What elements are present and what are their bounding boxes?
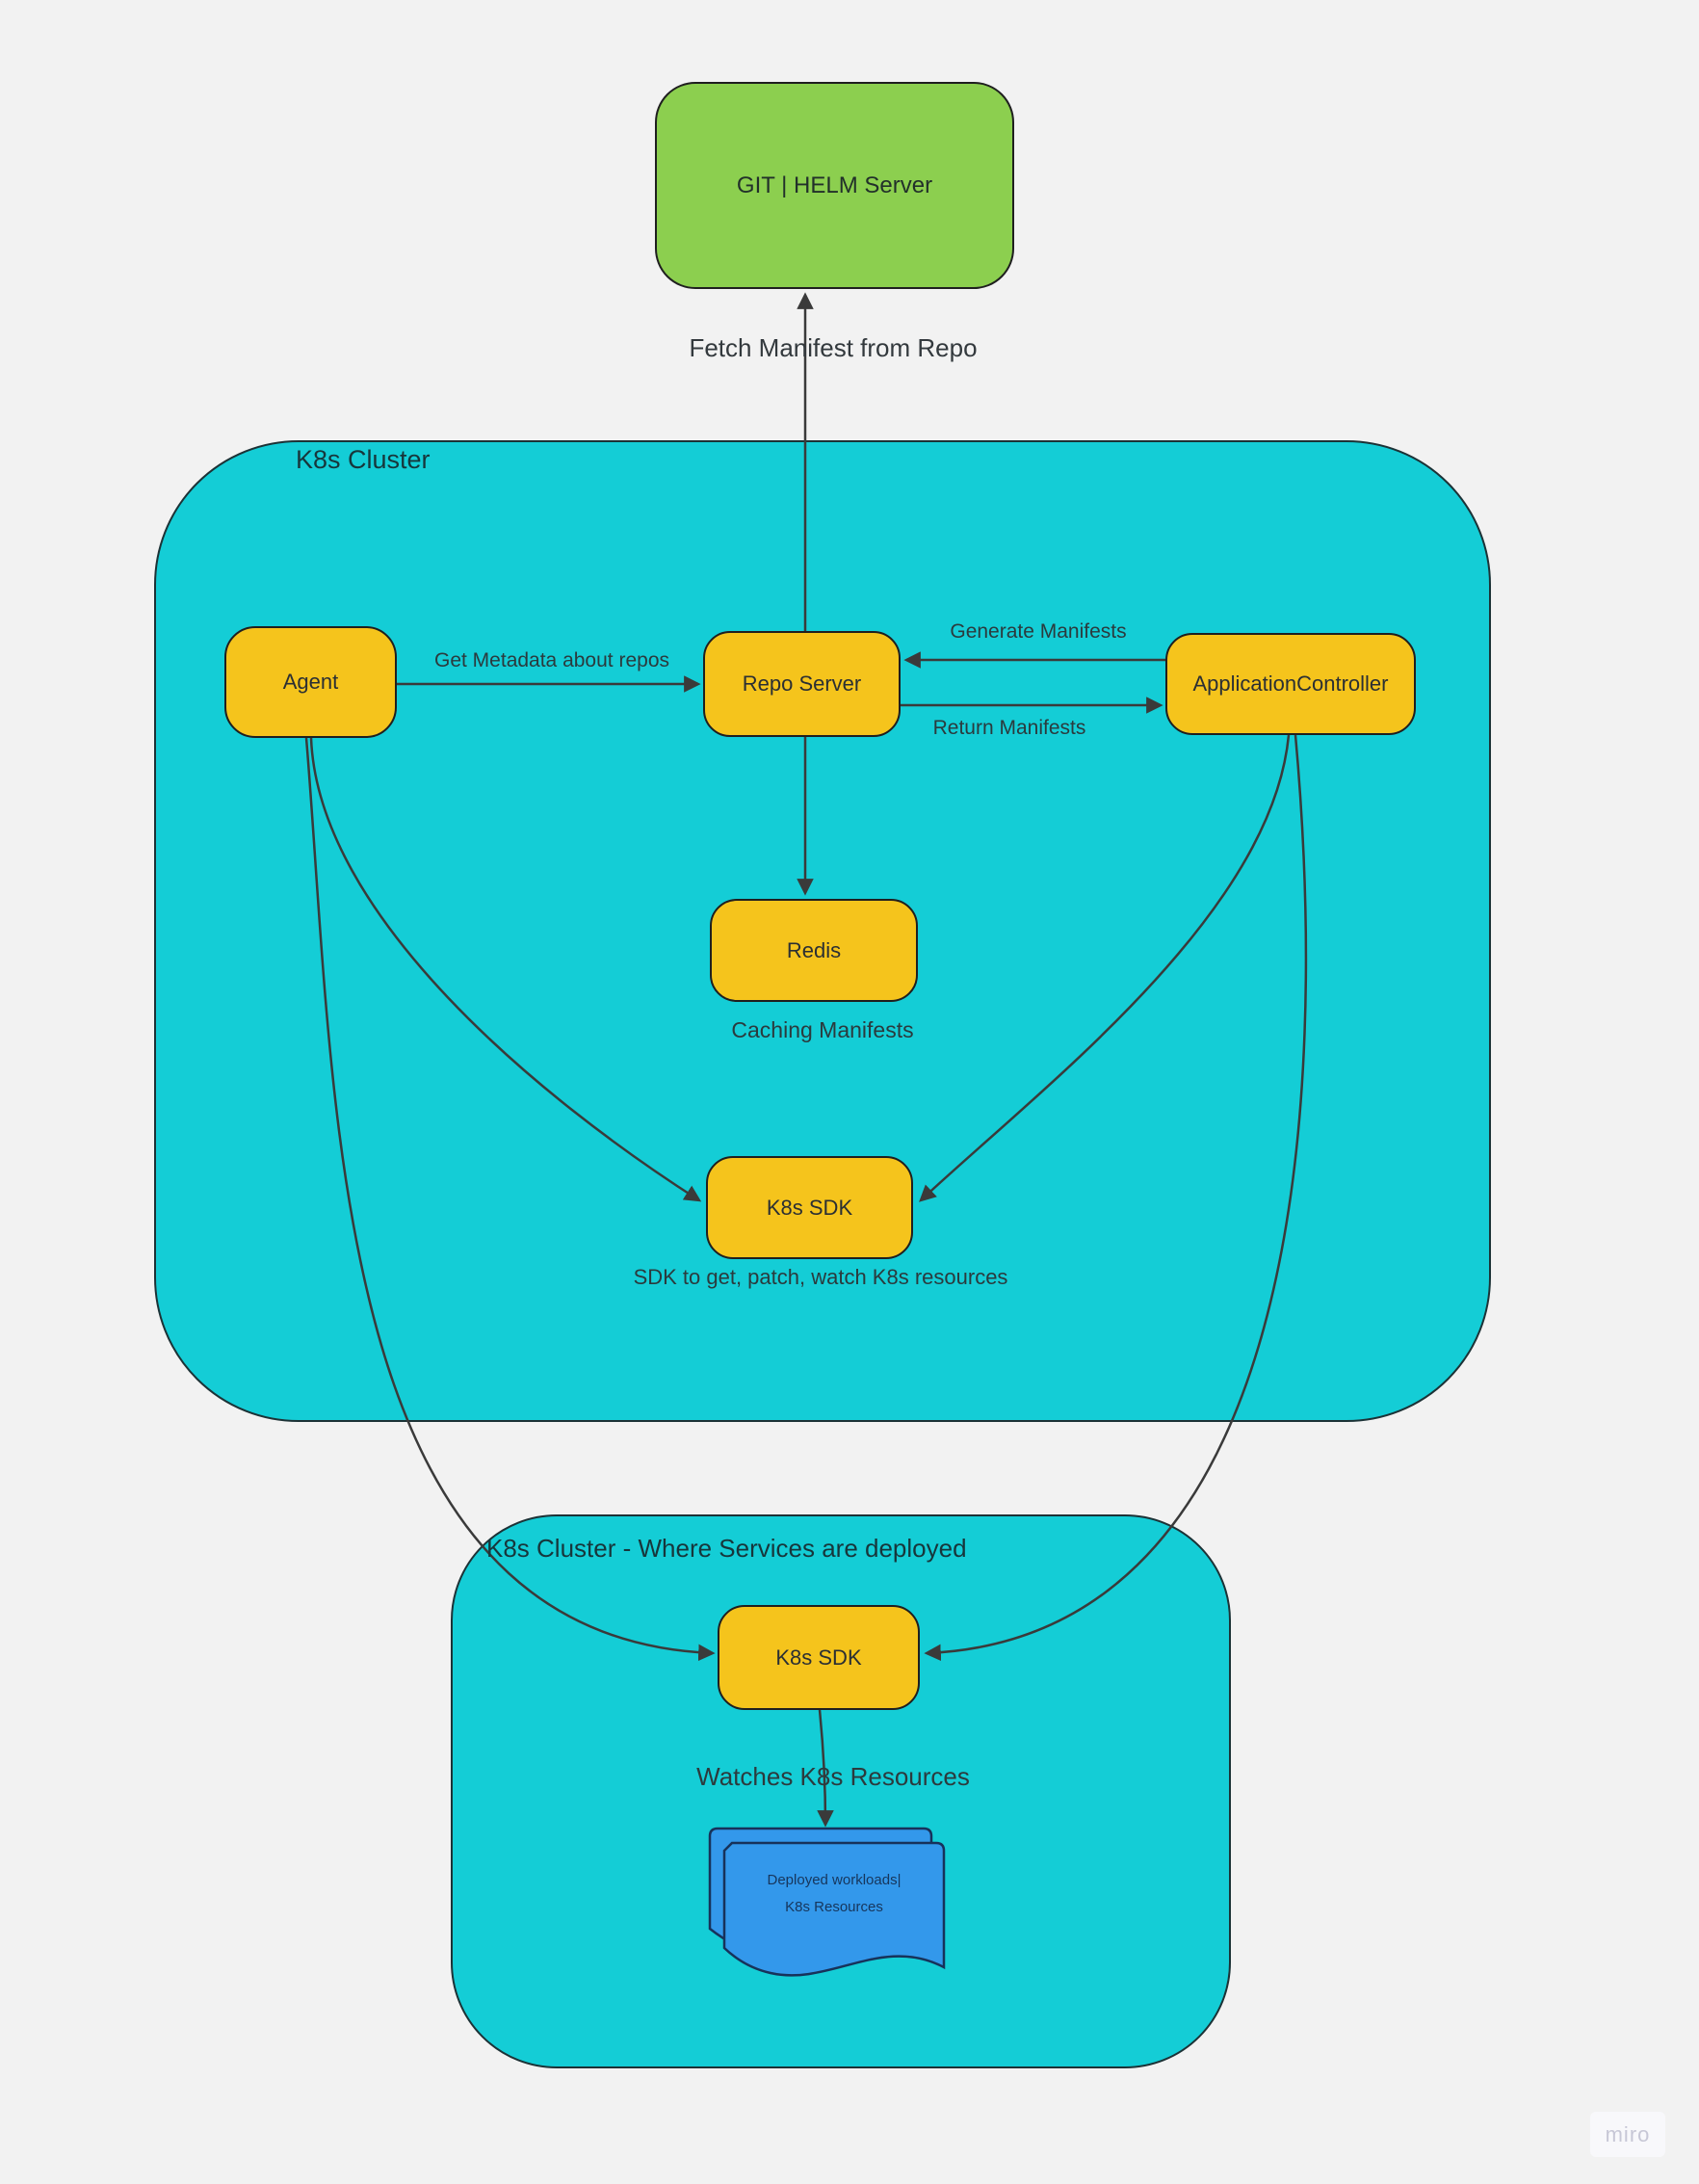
node-redis-label: Redis (786, 937, 842, 962)
workloads-label-line2: K8s Resources (785, 1899, 883, 1915)
node-k8s-sdk-deploy-label: K8s SDK (775, 1645, 862, 1670)
node-k8s-sdk-main-label: K8s SDK (766, 1195, 853, 1220)
node-repo-server-label: Repo Server (742, 671, 862, 696)
watermark-miro: miro (1590, 2112, 1665, 2157)
label-return-manifests: Return Manifests (932, 717, 1086, 739)
node-k8s-sdk-main[interactable]: K8s SDK (706, 1156, 913, 1259)
node-k8s-sdk-deploy[interactable]: K8s SDK (718, 1605, 920, 1710)
workloads-label: Deployed workloads| K8s Resources (724, 1867, 944, 1921)
node-git-helm-server-label: GIT | HELM Server (736, 171, 933, 198)
node-application-controller[interactable]: ApplicationController (1165, 633, 1416, 735)
label-sdk-note: SDK to get, patch, watch K8s resources (633, 1265, 1008, 1289)
node-agent-label: Agent (282, 670, 339, 694)
node-git-helm-server[interactable]: GIT | HELM Server (655, 82, 1014, 289)
node-redis[interactable]: Redis (710, 899, 918, 1002)
cluster-k8s-main-title: K8s Cluster (296, 445, 431, 474)
workloads-label-line1: Deployed workloads| (767, 1872, 902, 1888)
label-watches-resources: Watches K8s Resources (696, 1762, 970, 1791)
node-repo-server[interactable]: Repo Server (703, 631, 901, 737)
node-application-controller-label: ApplicationController (1192, 671, 1389, 696)
watermark-miro-label: miro (1605, 2121, 1651, 2146)
cluster-k8s-deploy-title: K8s Cluster - Where Services are deploye… (486, 1534, 967, 1563)
label-generate-manifests: Generate Manifests (950, 620, 1127, 643)
label-fetch-manifest: Fetch Manifest from Repo (689, 333, 978, 362)
node-agent[interactable]: Agent (224, 626, 397, 738)
label-get-metadata: Get Metadata about repos (434, 649, 669, 671)
label-caching-manifests: Caching Manifests (731, 1017, 914, 1042)
